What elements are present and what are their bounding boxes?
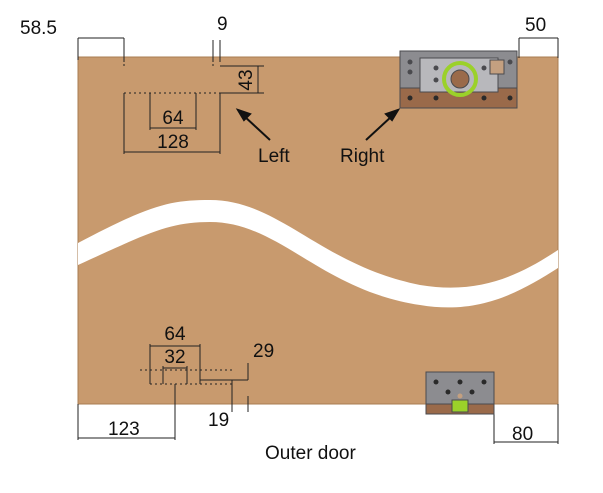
dim-bottom-spacing-large: 64 (164, 324, 186, 345)
label-right: Right (340, 146, 385, 167)
right-arrow (365, 115, 393, 141)
direction-arrows (235, 108, 401, 141)
wave-gap (78, 200, 558, 308)
right-arrow-head (384, 108, 401, 122)
bottom-left-dimension-group (77, 344, 249, 440)
dim-top-edge-offset: 9 (217, 14, 228, 35)
dim-bottom-spacing-small: 32 (164, 347, 185, 368)
dim-top-left-offset: 58.5 (20, 18, 57, 39)
hinge-plate-icon (399, 50, 518, 109)
label-left: Left (258, 146, 290, 167)
dim-bottom-right-offset: 80 (512, 424, 533, 445)
dim-top-spacing-large: 128 (157, 132, 189, 153)
dim-top-vertical: 43 (236, 69, 257, 90)
top-left-dimension-group (77, 37, 264, 154)
dim-bottom-left-offset: 123 (108, 419, 140, 440)
top-right-dimension-group (518, 37, 559, 58)
guide-block-icon (425, 371, 495, 415)
dim-top-spacing-small: 64 (162, 108, 184, 129)
left-arrow (243, 115, 271, 141)
caption-outer-door: Outer door (265, 443, 356, 464)
dim-top-right-offset: 50 (525, 15, 546, 36)
dim-bottom-vertical-lower: 19 (208, 410, 229, 431)
dim-bottom-vertical-upper: 29 (253, 341, 274, 362)
left-arrow-head (235, 108, 252, 122)
